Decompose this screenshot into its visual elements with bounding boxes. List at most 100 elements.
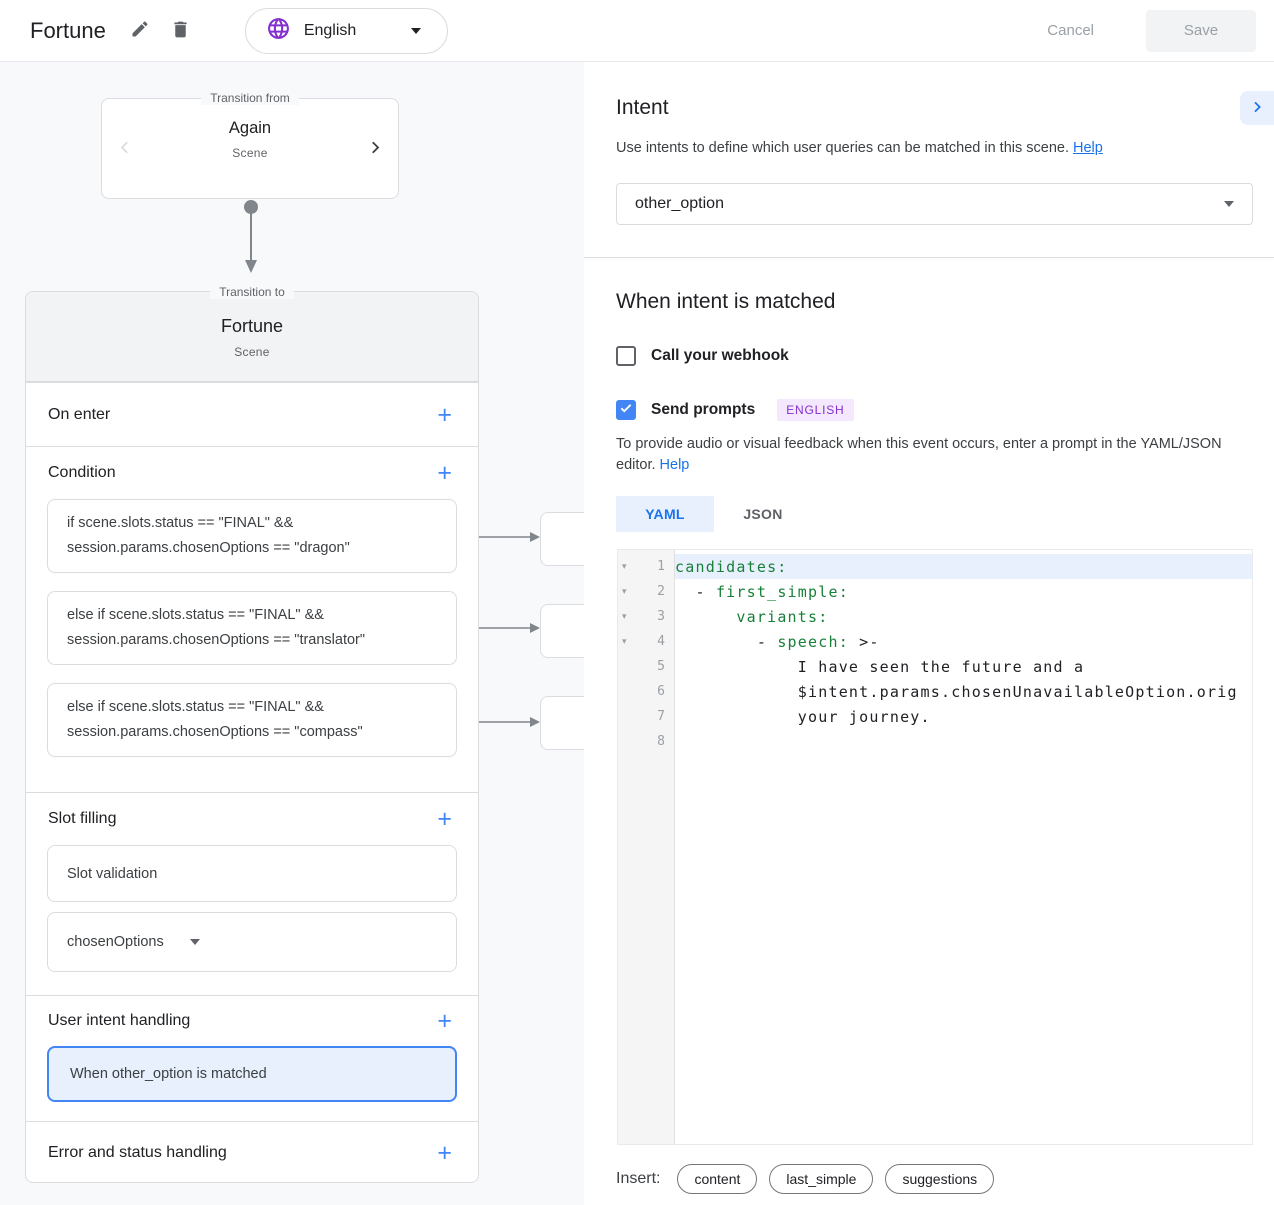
scene-flow-panel: Transition from Again Scene Tr <box>0 62 584 1205</box>
line-number: 7 <box>657 709 665 724</box>
matched-intent-card[interactable]: When other_option is matched <box>47 1046 457 1102</box>
trash-icon <box>170 19 191 43</box>
code-segment: - <box>675 582 716 601</box>
section-divider <box>584 257 1274 258</box>
plus-icon: + <box>437 804 452 833</box>
transition-from-card[interactable]: Transition from Again Scene <box>101 91 399 199</box>
delete-scene-button[interactable] <box>170 19 191 43</box>
webhook-label: Call your webhook <box>651 347 789 364</box>
line-number: 4 <box>657 634 665 649</box>
fold-toggle-icon[interactable]: ▾ <box>622 586 627 596</box>
transition-from-type: Scene <box>232 146 268 160</box>
plus-icon: + <box>437 1138 452 1167</box>
chevron-down-icon <box>1224 201 1234 207</box>
scene-card: Fortune Scene On enter + Condition + if … <box>25 291 479 1183</box>
language-badge: ENGLISH <box>777 399 854 421</box>
add-condition-button[interactable]: + <box>437 460 452 486</box>
code-segment: candidates: <box>675 557 788 576</box>
tab-json[interactable]: JSON <box>714 496 812 532</box>
code-line[interactable]: variants: <box>675 604 1252 629</box>
condition-card[interactable]: else if scene.slots.status == "FINAL" &&… <box>47 591 457 665</box>
previous-scene-button[interactable] <box>116 138 134 159</box>
transition-from-name: Again <box>228 119 272 137</box>
add-user-intent-button[interactable]: + <box>437 1006 452 1035</box>
fold-toggle-icon[interactable]: ▾ <box>622 611 627 621</box>
intent-detail-panel: Intent Use intents to define which user … <box>584 62 1274 1205</box>
on-enter-section: On enter + <box>26 382 478 446</box>
slot-filling-section: Slot filling + Slot validation chosenOpt… <box>26 792 478 995</box>
condition-text: session.params.chosenOptions == "dragon" <box>67 540 350 556</box>
code-line[interactable]: $intent.params.chosenUnavailableOption.o… <box>675 679 1252 704</box>
matched-intent-label: When other_option is matched <box>70 1066 267 1082</box>
slot-name-dropdown[interactable]: chosenOptions <box>47 912 457 972</box>
save-button[interactable]: Save <box>1146 9 1256 52</box>
line-number: 5 <box>657 659 665 674</box>
error-handling-section: Error and status handling + <box>26 1121 478 1182</box>
webhook-checkbox[interactable] <box>616 346 636 366</box>
code-segment: >- <box>848 632 880 651</box>
chevron-left-icon <box>116 141 134 159</box>
chevron-right-icon <box>366 141 384 159</box>
code-line[interactable] <box>675 729 1252 754</box>
code-segment: speech: <box>777 632 849 651</box>
condition-text: else if scene.slots.status == "FINAL" && <box>67 607 324 623</box>
condition-card[interactable]: if scene.slots.status == "FINAL" && sess… <box>47 499 457 573</box>
intent-help-link[interactable]: Help <box>1073 140 1103 156</box>
error-handling-title: Error and status handling <box>48 1144 227 1161</box>
chevron-right-icon <box>1249 99 1265 118</box>
fold-toggle-icon[interactable]: ▾ <box>622 561 627 571</box>
page-title: Fortune <box>30 17 106 43</box>
transition-arrow <box>244 200 258 273</box>
condition-section: Condition + if scene.slots.status == "FI… <box>26 446 478 792</box>
condition-title: Condition <box>48 464 116 481</box>
add-on-enter-button[interactable]: + <box>437 400 452 429</box>
code-line[interactable]: candidates: <box>675 554 1252 579</box>
top-bar: Fortune English Cancel Save <box>0 0 1274 62</box>
code-line[interactable]: your journey. <box>675 704 1252 729</box>
intent-panel-title: Intent <box>616 96 669 119</box>
scene-type: Scene <box>234 345 270 359</box>
prompts-help-link[interactable]: Help <box>659 457 690 473</box>
line-number: 8 <box>657 734 665 749</box>
send-prompts-label: Send prompts <box>651 401 756 418</box>
line-number: 3 <box>657 609 665 624</box>
transition-target-box[interactable] <box>540 696 584 750</box>
add-slot-button[interactable]: + <box>437 804 452 833</box>
code-line[interactable]: I have seen the future and a <box>675 654 1252 679</box>
condition-card[interactable]: else if scene.slots.status == "FINAL" &&… <box>47 683 457 757</box>
code-line[interactable]: - speech: >- <box>675 629 1252 654</box>
fold-toggle-icon[interactable]: ▾ <box>622 636 627 646</box>
plus-icon: + <box>437 400 452 429</box>
slot-name-label: chosenOptions <box>67 934 164 950</box>
transition-from-legend: Transition from <box>201 91 299 105</box>
editor-tabs: YAML JSON <box>616 496 812 532</box>
add-error-handler-button[interactable]: + <box>437 1138 452 1167</box>
insert-chip-last-simple[interactable]: last_simple <box>769 1164 874 1194</box>
intent-select[interactable]: other_option <box>616 183 1253 225</box>
transition-target-box[interactable] <box>540 512 584 566</box>
collapse-panel-button[interactable] <box>1240 91 1274 125</box>
send-prompts-row: Send prompts ENGLISH <box>616 399 854 421</box>
send-prompts-checkbox[interactable] <box>616 400 636 420</box>
editor-code[interactable]: candidates: - first_simple: variants: - … <box>675 550 1252 1144</box>
chevron-down-icon <box>189 939 200 945</box>
insert-label: Insert: <box>616 1170 661 1187</box>
language-selector[interactable]: English <box>244 7 449 54</box>
intent-description-text: Use intents to define which user queries… <box>616 140 1069 156</box>
code-segment: variants: <box>736 607 829 626</box>
plus-icon: + <box>437 1006 452 1035</box>
chevron-down-icon <box>411 27 422 34</box>
scene-card-header[interactable]: Fortune Scene <box>26 292 478 382</box>
cancel-button[interactable]: Cancel <box>1047 22 1094 39</box>
insert-chip-suggestions[interactable]: suggestions <box>885 1164 995 1194</box>
edit-title-button[interactable] <box>130 19 150 42</box>
slot-validation-card[interactable]: Slot validation <box>47 845 457 902</box>
insert-bar: Insert: content last_simple suggestions <box>616 1164 995 1194</box>
next-scene-button[interactable] <box>366 138 384 159</box>
line-number: 6 <box>657 684 665 699</box>
tab-yaml[interactable]: YAML <box>616 496 714 532</box>
insert-chip-content[interactable]: content <box>677 1164 758 1194</box>
code-line[interactable]: - first_simple: <box>675 579 1252 604</box>
transition-target-box[interactable] <box>540 604 584 658</box>
